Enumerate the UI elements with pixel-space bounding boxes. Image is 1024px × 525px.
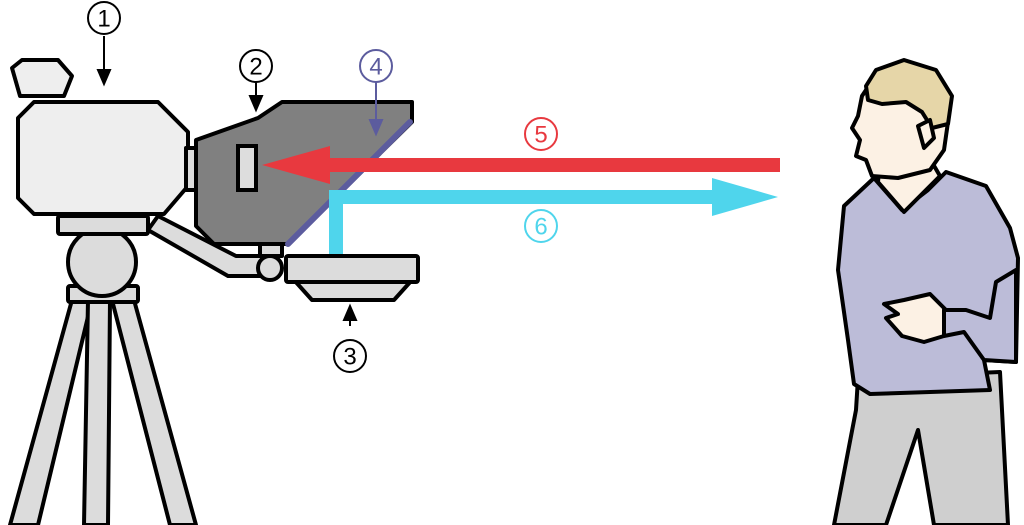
callout-1: 1 — [87, 1, 121, 35]
callout-3-label: 3 — [343, 344, 356, 371]
reflected-beam-arrowhead — [712, 178, 778, 216]
callout-3: 3 — [333, 339, 367, 373]
presenter-sleeve-right — [942, 268, 1018, 364]
presenter-hair — [864, 58, 954, 130]
callout-6-label: 6 — [534, 214, 547, 241]
callout-6: 6 — [524, 209, 558, 243]
callout-arrow-4-icon — [368, 119, 384, 137]
callout-5: 5 — [524, 117, 558, 151]
camera-lens-front — [236, 144, 258, 192]
presenter-hand — [882, 292, 948, 344]
callout-4-label: 4 — [369, 54, 382, 81]
callout-4: 4 — [359, 49, 393, 83]
presenter-ear — [916, 118, 936, 150]
tripod-mount-plate — [56, 214, 150, 236]
presenter-trousers — [832, 370, 1010, 525]
reflected-text-beam — [329, 178, 778, 258]
callout-arrow-2-icon — [248, 95, 264, 113]
presenter — [832, 58, 1020, 525]
beam-splitter-glass — [285, 119, 413, 247]
camera-body — [16, 100, 190, 216]
tripod-head-ball — [66, 226, 138, 298]
callout-arrow-3-icon — [342, 303, 358, 321]
tripod-leg-left — [8, 298, 94, 525]
arm-joint-ball — [256, 254, 284, 282]
callout-arrow-1-icon — [96, 69, 112, 87]
camera-viewfinder — [10, 58, 74, 98]
callout-2: 2 — [239, 49, 273, 83]
incoming-beam-arrowhead — [262, 146, 330, 184]
tripod-leg-right — [110, 298, 198, 525]
incoming-beam-shaft — [320, 158, 780, 172]
callout-arrows — [96, 36, 384, 326]
callout-1-label: 1 — [97, 6, 110, 33]
reflected-beam-vertical — [329, 190, 343, 258]
incoming-light-beam — [262, 146, 780, 184]
callout-5-label: 5 — [534, 122, 547, 149]
monitor — [284, 254, 420, 302]
monitor-screen-housing — [284, 254, 420, 284]
callout-2-label: 2 — [249, 54, 262, 81]
tripod — [8, 214, 198, 525]
tripod-leg-middle — [82, 298, 112, 525]
reflected-beam-horizontal — [329, 190, 719, 204]
